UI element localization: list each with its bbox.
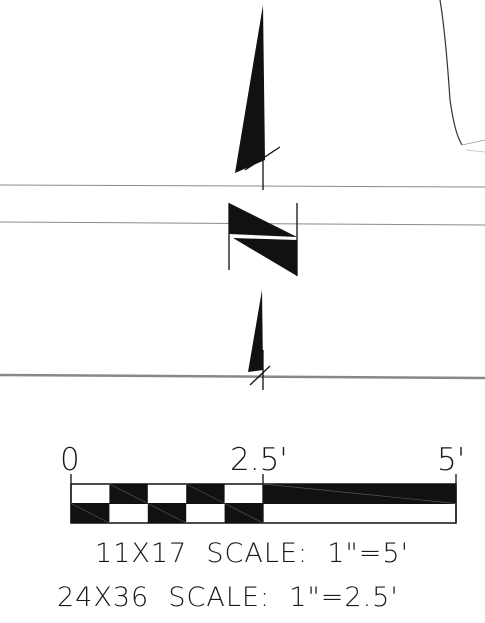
scale-tick-label-5: 5' (437, 442, 465, 478)
horizontal-line-lower (0, 373, 485, 380)
horizontal-line-upper (0, 184, 485, 188)
scale-checker-blocks (71, 484, 263, 523)
curved-outline (439, 0, 485, 153)
scale-note-11x17: 11X17 SCALE: 1"=5' (95, 538, 409, 569)
scale-bar-right-hatch (262, 483, 457, 504)
break-spike-top (235, 5, 265, 173)
break-slash-bottom (249, 365, 271, 386)
scale-note-24x36: 24X36 SCALE: 1"=2.5' (57, 582, 399, 613)
break-spike-bottom (248, 290, 263, 372)
break-slash-top (244, 146, 281, 171)
break-z-lower (233, 238, 297, 276)
scale-tick-label-2-5: 2.5' (230, 442, 288, 478)
scale-bar: 0 2.5' 5' (60, 442, 465, 524)
break-line-symbol (228, 5, 298, 390)
break-z-upper (229, 203, 297, 237)
scale-checker-hatch (70, 483, 264, 524)
scale-tick-label-0: 0 (60, 442, 80, 478)
